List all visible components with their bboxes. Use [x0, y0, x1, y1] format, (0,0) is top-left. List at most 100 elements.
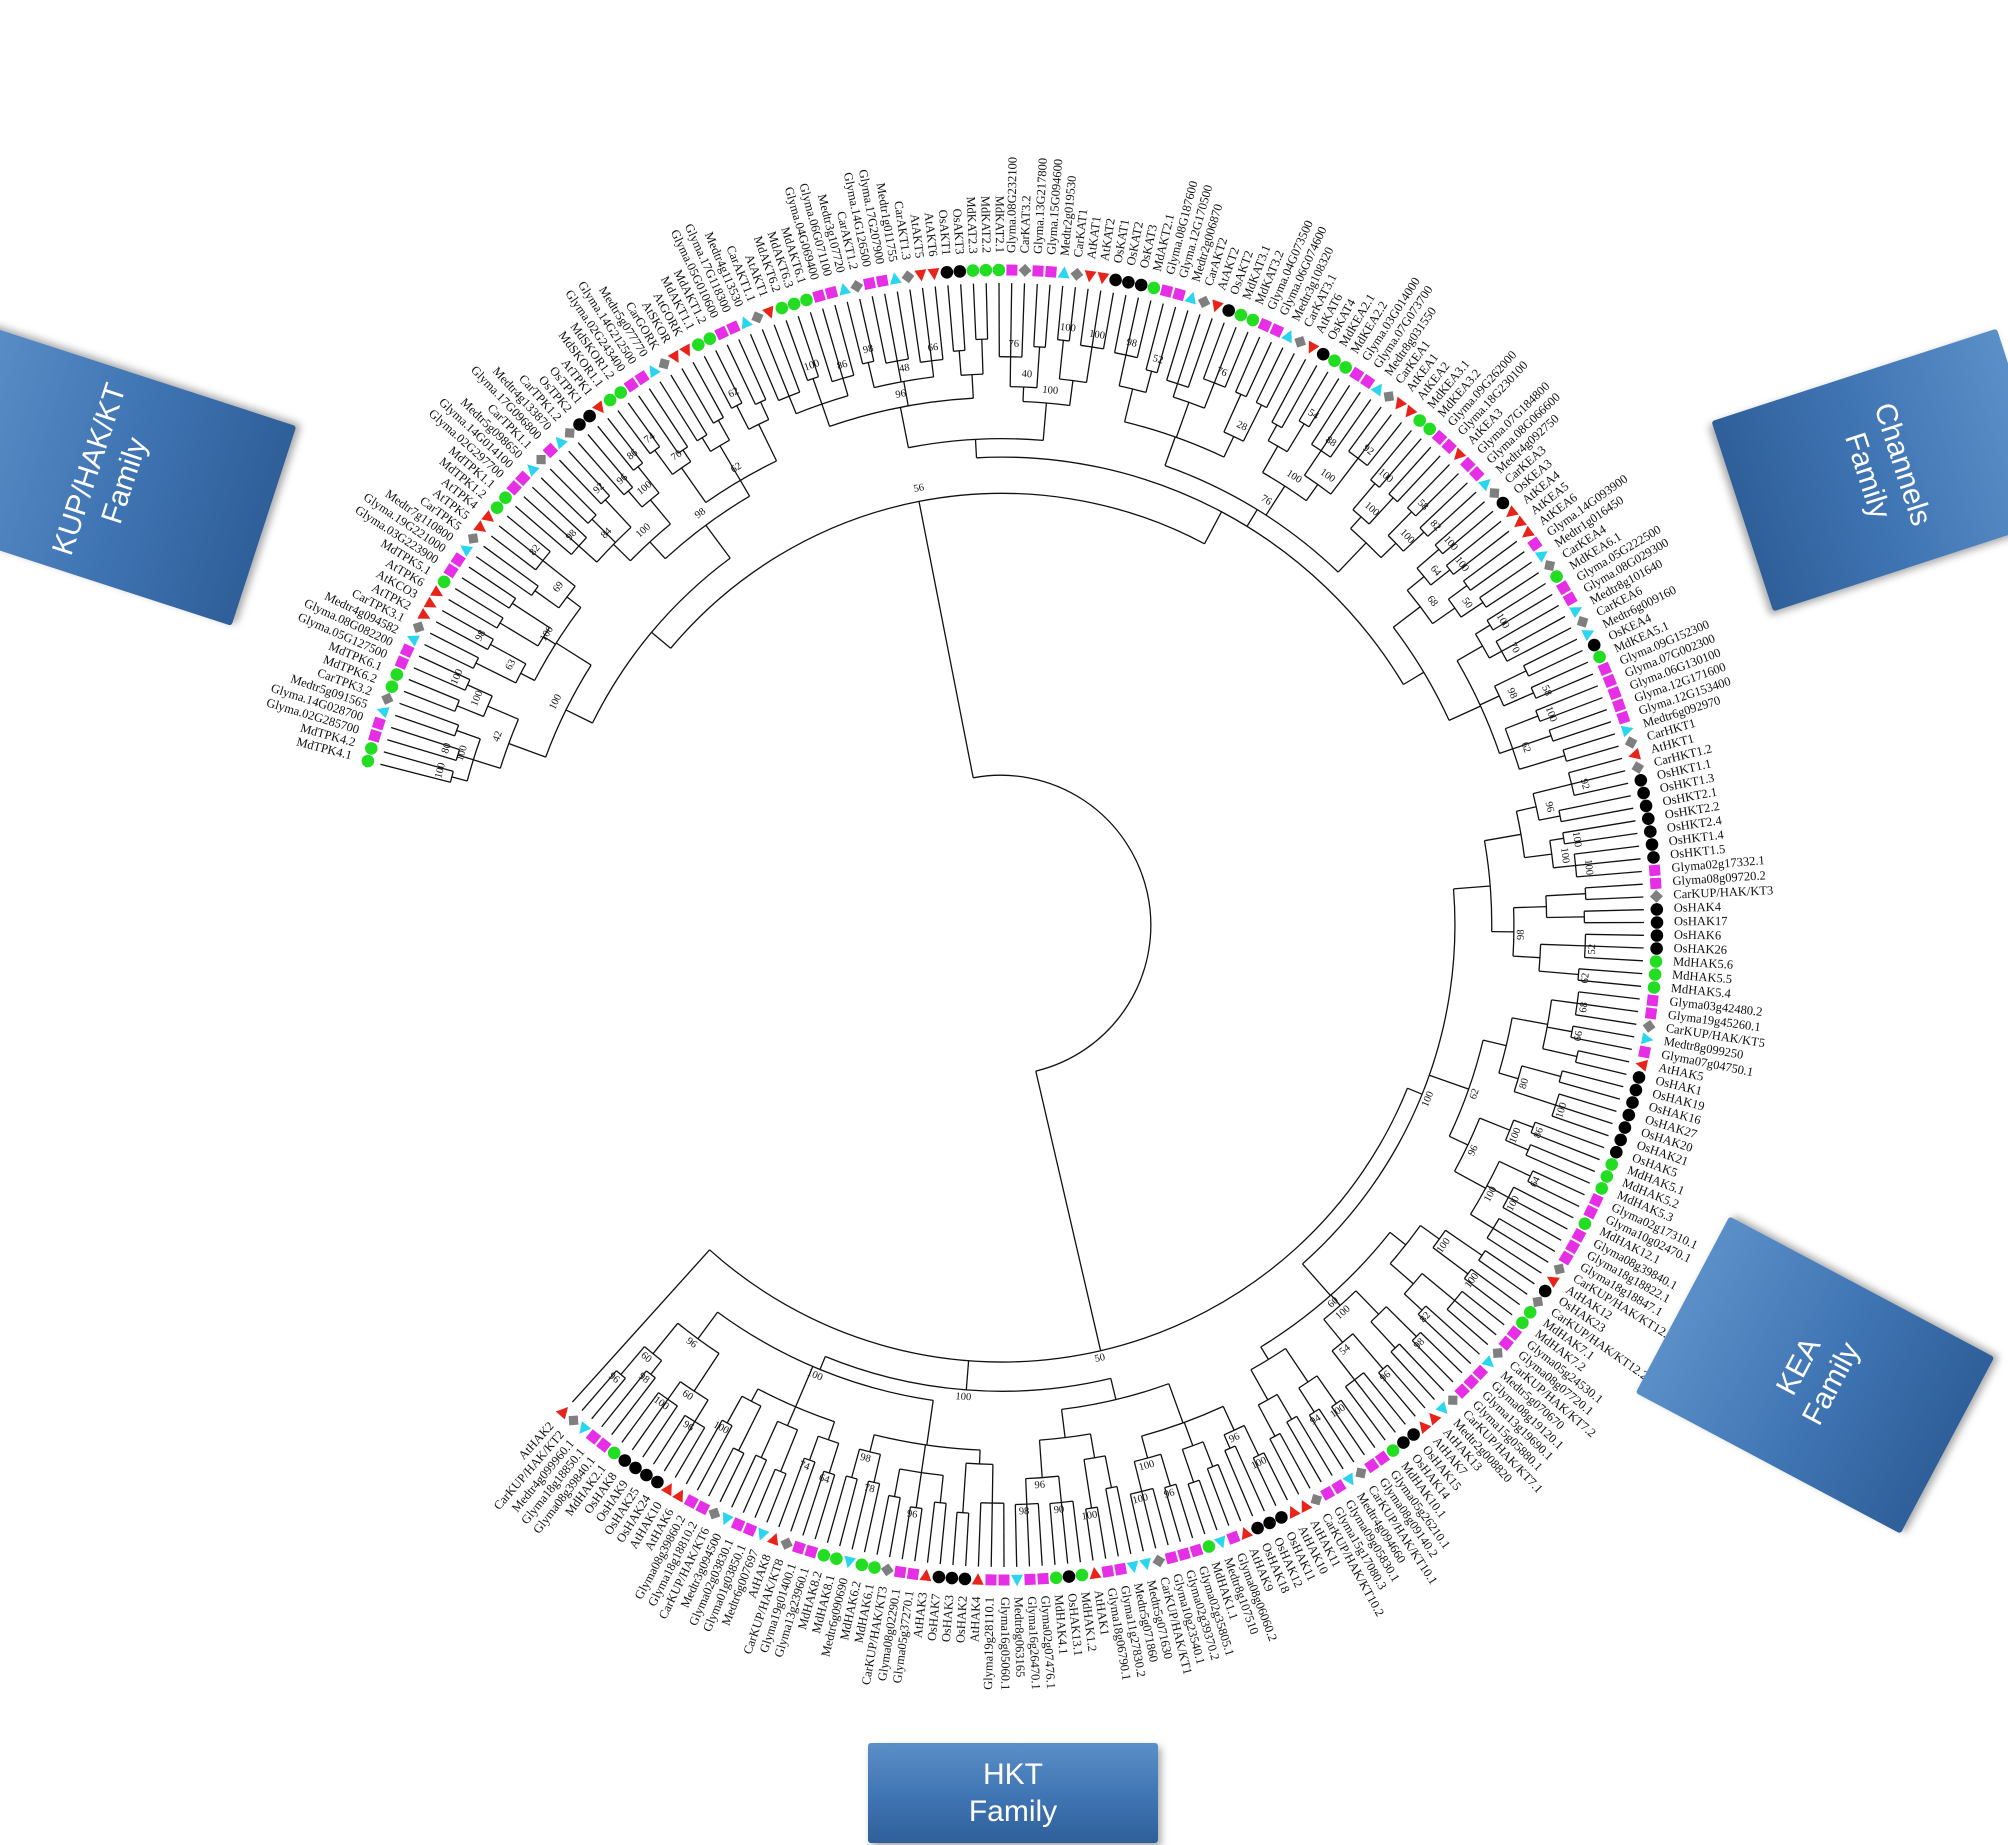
tree-branch — [1498, 1072, 1519, 1080]
os-species-marker — [1650, 903, 1664, 916]
tree-branch — [920, 1444, 927, 1473]
glyma-species-marker — [1114, 1562, 1128, 1576]
bootstrap-value: 74 — [797, 1459, 811, 1473]
bootstrap-value: 96 — [906, 1508, 918, 1520]
bootstrap-value: 96 — [1543, 801, 1556, 814]
tree-branch — [1337, 542, 1367, 573]
tree-branch — [952, 1512, 958, 1566]
tree-branch — [1083, 1455, 1106, 1461]
car-species-marker — [467, 533, 479, 544]
car-species-marker — [564, 428, 575, 438]
tree-branch — [1390, 1343, 1400, 1353]
tree-branch — [454, 700, 460, 712]
tree-branch — [721, 1419, 733, 1427]
tree-branch — [1494, 685, 1505, 707]
tree-branch — [1575, 1061, 1627, 1076]
glyma-species-marker — [1159, 284, 1174, 298]
bootstrap-value: 80 — [440, 742, 454, 755]
glyma-species-marker — [1597, 661, 1613, 677]
medtr-species-marker — [741, 316, 753, 330]
tree-branch — [1559, 1081, 1621, 1100]
leaf-label: OsHAK13.1 — [1065, 1593, 1085, 1657]
tree-branch — [1021, 283, 1026, 358]
tree-branch — [591, 518, 616, 543]
md-species-marker — [1339, 361, 1352, 374]
medtr-species-marker — [1057, 266, 1070, 279]
tree-branch — [1309, 1408, 1320, 1416]
glyma-species-marker — [1037, 1572, 1049, 1585]
leaf-label: MdHAK4.1 — [1052, 1594, 1071, 1655]
tree-branch — [627, 402, 661, 448]
tree-branch — [1255, 347, 1284, 403]
tree-branch — [1552, 721, 1612, 742]
glyma-species-marker — [1611, 698, 1627, 713]
bootstrap-value: 62 — [1580, 972, 1592, 983]
os-species-marker — [1222, 304, 1235, 317]
leaf-label: Medtr8g063165 — [1012, 1597, 1028, 1678]
tree-branch — [1245, 341, 1272, 397]
tree-branch — [1345, 1372, 1365, 1388]
car-species-marker — [1294, 336, 1306, 348]
tree-branch — [1388, 446, 1432, 495]
os-species-marker — [1650, 916, 1664, 929]
tree-branch — [642, 1405, 678, 1458]
tree-branch — [1164, 436, 1176, 466]
os-species-marker — [1251, 1521, 1264, 1535]
tree-branch — [1145, 370, 1153, 393]
at-species-marker — [1084, 270, 1097, 283]
tree-branch — [1479, 1117, 1511, 1131]
os-species-marker — [640, 1468, 653, 1482]
tree-branch — [1059, 378, 1087, 384]
tree-branch — [926, 1400, 934, 1446]
tree-branch — [1498, 1017, 1513, 1074]
tree-branch — [1316, 1375, 1337, 1404]
tree-branch — [1134, 1453, 1161, 1463]
bootstrap-value: 58 — [1415, 498, 1430, 513]
tree-branch — [749, 334, 780, 401]
tree-branch — [1203, 378, 1226, 388]
bootstrap-value: 100 — [455, 744, 470, 762]
at-species-marker — [591, 400, 604, 414]
tree-branch — [490, 643, 527, 665]
tree-branch — [1243, 1425, 1260, 1456]
car-species-marker — [412, 621, 425, 633]
at-species-marker — [927, 268, 940, 281]
bootstrap-value: 60 — [680, 1388, 695, 1403]
tree-branch — [871, 296, 887, 364]
tree-branch — [1056, 285, 1064, 340]
tree-branch — [1207, 1463, 1219, 1470]
tree-branch — [1026, 1504, 1031, 1567]
at-species-marker — [1289, 1505, 1301, 1519]
tree-branch — [1260, 1231, 1391, 1348]
bootstrap-value: 92 — [1361, 443, 1376, 458]
tree-branch — [670, 374, 708, 436]
channels-family-label: Channels Family — [1838, 398, 1939, 530]
glyma-species-marker — [368, 729, 382, 743]
tree-branch — [570, 537, 587, 555]
at-species-marker — [1395, 396, 1408, 410]
car-species-marker — [1355, 1467, 1367, 1479]
tree-branch — [1348, 406, 1382, 452]
tree-branch — [498, 525, 544, 562]
bootstrap-value: 40 — [1021, 369, 1032, 380]
tree-branch — [607, 417, 644, 464]
species-markers — [361, 263, 1664, 1587]
tree-branch — [1578, 991, 1640, 1000]
tree-branch — [773, 324, 801, 393]
glyma-species-marker — [1257, 317, 1273, 333]
tree-branch — [1504, 728, 1520, 770]
tree-branch — [760, 1421, 779, 1458]
tree-branch — [1116, 1486, 1132, 1555]
leaf-label: OsHKT1.4 — [1668, 827, 1725, 848]
tree-branch — [899, 1468, 944, 1477]
tree-branch — [1370, 1321, 1396, 1349]
leaf-label: Glyma08g09720.2 — [1672, 868, 1766, 888]
tree-branch — [786, 1406, 797, 1426]
tree-branch — [972, 283, 977, 340]
tree-branch — [1246, 509, 1258, 527]
glyma-species-marker — [1555, 580, 1572, 596]
tree-branch — [1014, 1504, 1018, 1567]
glyma-species-marker — [634, 370, 650, 386]
tree-branch — [1403, 671, 1425, 686]
os-species-marker — [945, 1571, 959, 1585]
